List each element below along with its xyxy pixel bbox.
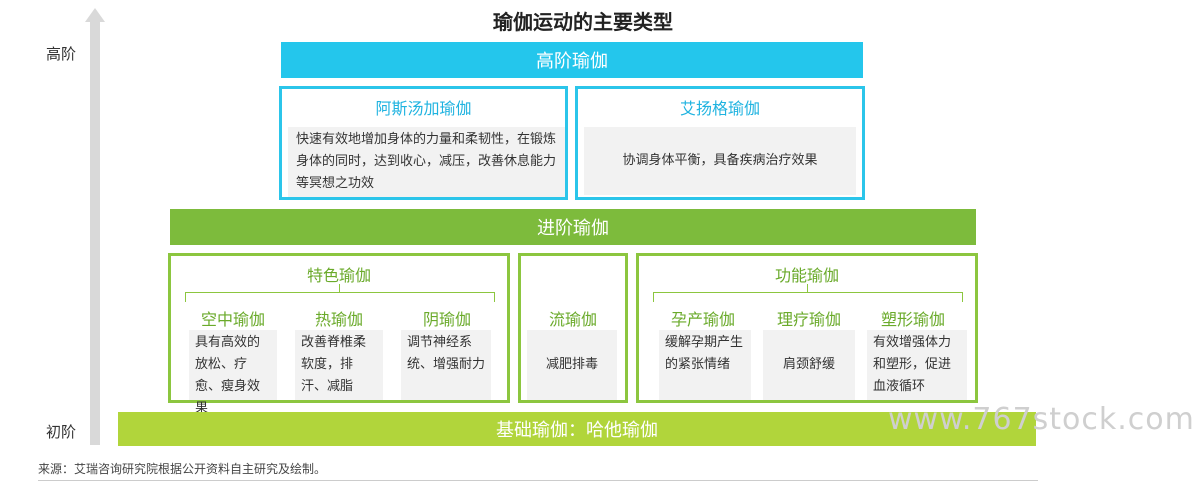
flow-yoga-title: 流瑜伽	[548, 310, 597, 329]
level-axis-arrowhead	[85, 8, 105, 22]
axis-bottom-label: 初阶	[46, 423, 77, 441]
diagram-title: 瑜伽运动的主要类型	[493, 10, 673, 34]
featured-title: 特色瑜伽	[306, 266, 371, 285]
therapy-yoga-desc: 肩颈舒缓	[763, 330, 855, 400]
watermark: www.767stock.com	[888, 402, 1195, 437]
prenatal-yoga-desc: 缓解孕期产生的紧张情绪	[659, 330, 751, 400]
band-high-level: 高阶瑜伽	[281, 42, 863, 78]
axis-top-label: 高阶	[46, 45, 77, 63]
box-ashtanga: 阿斯汤加瑜伽 快速有效地增加身体的力量和柔韧性，在锻炼身体的同时，达到收心，减压…	[279, 86, 568, 200]
featured-brace	[185, 292, 495, 302]
aerial-yoga-desc: 具有高效的放松、疗愈、瘦身效果	[189, 330, 277, 416]
functional-brace	[653, 292, 963, 302]
prenatal-yoga-title: 孕产瑜伽	[670, 310, 735, 329]
iyengar-desc: 协调身体平衡，具备疾病治疗效果	[584, 127, 856, 195]
iyengar-title: 艾扬格瑜伽	[679, 99, 760, 118]
source-note: 来源：艾瑞咨询研究院根据公开资料自主研究及绘制。	[38, 462, 327, 476]
yin-yoga-title: 阴瑜伽	[422, 310, 471, 329]
bottom-divider	[38, 480, 1038, 481]
ashtanga-desc: 快速有效地增加身体的力量和柔韧性，在锻炼身体的同时，达到收心，减压，改善休息能力…	[288, 127, 565, 197]
flow-yoga-desc: 减肥排毒	[527, 330, 617, 400]
box-flow-yoga: 流瑜伽 减肥排毒	[518, 253, 628, 403]
box-iyengar: 艾扬格瑜伽 协调身体平衡，具备疾病治疗效果	[575, 86, 865, 200]
therapy-yoga-title: 理疗瑜伽	[776, 310, 841, 329]
box-functional-yoga: 功能瑜伽 孕产瑜伽 缓解孕期产生的紧张情绪 理疗瑜伽 肩颈舒缓 塑形瑜伽 有效增…	[636, 253, 978, 403]
aerial-yoga-title: 空中瑜伽	[200, 310, 265, 329]
level-axis-shaft	[90, 18, 100, 445]
functional-title: 功能瑜伽	[774, 266, 839, 285]
ashtanga-title: 阿斯汤加瑜伽	[375, 99, 472, 118]
hot-yoga-title: 热瑜伽	[314, 310, 363, 329]
yin-yoga-desc: 调节神经系统、增强耐力	[401, 330, 491, 400]
hot-yoga-desc: 改善脊椎柔软度，排汗、减脂	[295, 330, 383, 400]
shaping-yoga-title: 塑形瑜伽	[880, 310, 945, 329]
shaping-yoga-desc: 有效增强体力和塑形，促进血液循环	[867, 330, 967, 400]
box-featured-yoga: 特色瑜伽 空中瑜伽 具有高效的放松、疗愈、瘦身效果 热瑜伽 改善脊椎柔软度，排汗…	[168, 253, 510, 416]
featured-brace-tick	[339, 284, 340, 292]
functional-brace-tick	[807, 284, 808, 292]
band-basic-level: 基础瑜伽：哈他瑜伽	[118, 412, 1036, 446]
band-advanced-level: 进阶瑜伽	[170, 209, 976, 245]
